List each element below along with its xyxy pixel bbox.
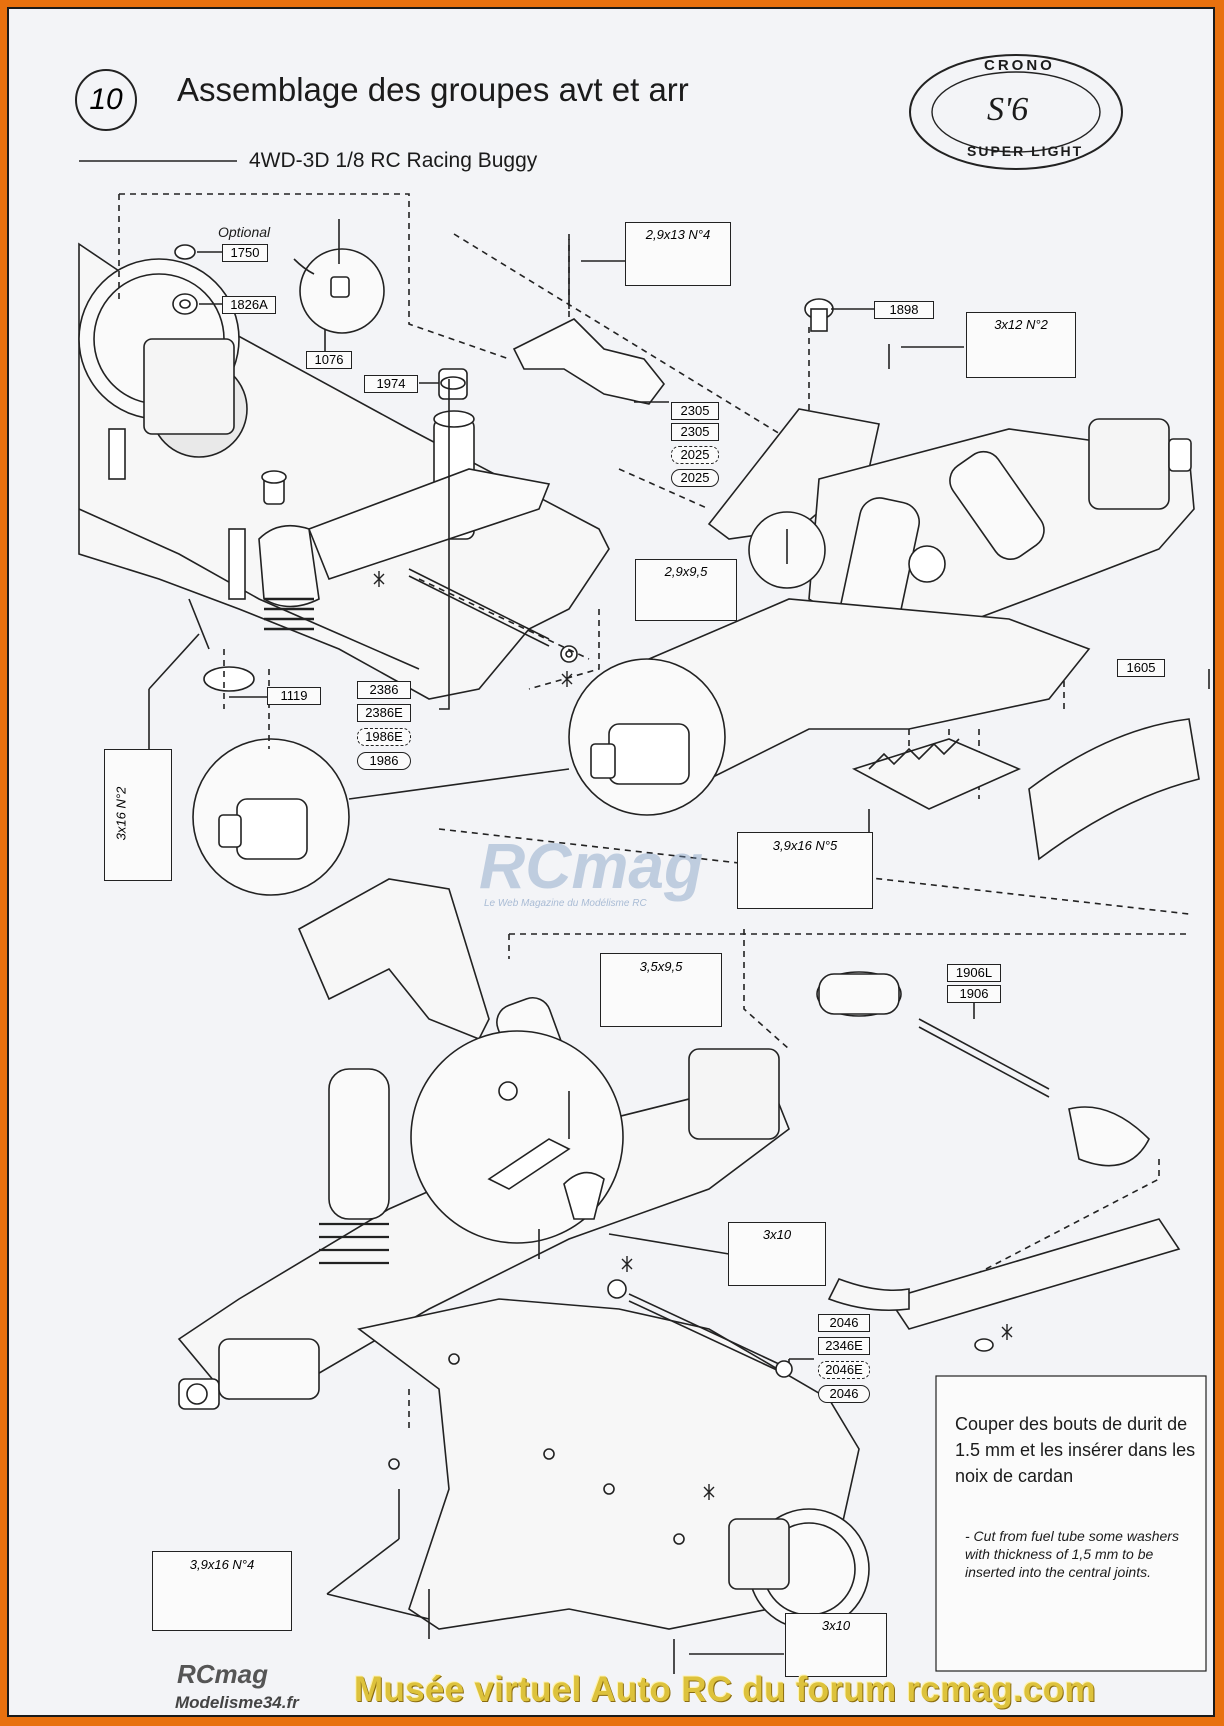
- part-label-1750: 1750: [222, 244, 268, 262]
- screw-label: 2,9x13 N°4: [645, 227, 711, 242]
- part-label-2025a: 2025: [671, 446, 719, 464]
- part-label-1974: 1974: [364, 375, 418, 393]
- part-label-2025b: 2025: [671, 469, 719, 487]
- screw-box-3-9x16-n5: 3,9x16 N°5: [737, 832, 873, 909]
- screw-label: 3,9x16 N°4: [189, 1557, 255, 1572]
- part-label-1605: 1605: [1117, 659, 1165, 677]
- part-label-1986e: 1986E: [357, 728, 411, 746]
- rcmag-watermark-tagline: Le Web Magazine du Modélisme RC: [484, 898, 647, 909]
- footer-brand-site: Modelisme34.fr: [175, 1693, 299, 1712]
- screw-label: 3,5x9,5: [639, 959, 683, 974]
- screw-box-3x10-lower: 3x10: [785, 1613, 887, 1677]
- screw-box-3-9x16-n4: 3,9x16 N°4: [152, 1551, 292, 1631]
- logo-bottom-text: SUPER LIGHT: [967, 143, 1084, 159]
- footer-brand-logo: RCmag: [177, 1659, 269, 1689]
- screw-label: 3,9x16 N°5: [772, 838, 838, 853]
- screw-box-3-5x9-5: 3,5x9,5: [600, 953, 722, 1027]
- part-label-2046a: 2046: [818, 1314, 870, 1332]
- note-english: - Cut from fuel tube some washers with t…: [965, 1528, 1179, 1580]
- model-subtitle: 4WD-3D 1/8 RC Racing Buggy: [249, 149, 538, 172]
- screw-label: 3x10: [821, 1618, 851, 1633]
- part-label-1906: 1906: [947, 985, 1001, 1003]
- part-label-1906l: 1906L: [947, 964, 1001, 982]
- footer-museum-banner: Musée virtuel Auto RC du forum rcmag.com: [354, 1670, 1096, 1709]
- part-label-1986: 1986: [357, 752, 411, 770]
- part-label-1826a: 1826A: [222, 296, 276, 314]
- screw-label: 3x12 N°2: [994, 317, 1048, 332]
- part-label-2346e: 2346E: [818, 1337, 870, 1355]
- part-label-2305a: 2305: [671, 402, 719, 420]
- screw-box-3x16: 3x16 N°2: [104, 749, 172, 881]
- instruction-sheet: 10 Assemblage des groupes avt et arr 4WD…: [7, 7, 1215, 1717]
- note-french: Couper des bouts de durit de 1.5 mm et l…: [955, 1414, 1196, 1486]
- part-label-1898: 1898: [874, 301, 934, 319]
- page-title: Assemblage des groupes avt et arr: [177, 71, 689, 108]
- screw-box-3x10-upper: 3x10: [728, 1222, 826, 1286]
- logo-top-text: CRONO: [984, 57, 1055, 74]
- part-label-2386e: 2386E: [357, 704, 411, 722]
- step-number: 10: [75, 69, 137, 131]
- screw-label: 2,9x9,5: [664, 564, 708, 579]
- screw-box-2-9x9-5: 2,9x9,5: [635, 559, 737, 621]
- optional-label: Optional: [218, 224, 271, 240]
- part-label-2305b: 2305: [671, 423, 719, 441]
- logo-center-text: S'6: [987, 91, 1029, 128]
- part-label-2046b: 2046: [818, 1385, 870, 1403]
- rcmag-watermark-logo: RCmag: [479, 830, 704, 902]
- part-label-2046e: 2046E: [818, 1361, 870, 1379]
- screw-label: 3x16 N°2: [113, 786, 129, 841]
- screw-label: 3x10: [762, 1227, 792, 1242]
- part-label-1076: 1076: [306, 351, 352, 369]
- part-label-1119: 1119: [267, 687, 321, 705]
- screw-box-3x12: 3x12 N°2: [966, 312, 1076, 378]
- screw-box-2-9x13: 2,9x13 N°4: [625, 222, 731, 286]
- part-label-2386: 2386: [357, 681, 411, 699]
